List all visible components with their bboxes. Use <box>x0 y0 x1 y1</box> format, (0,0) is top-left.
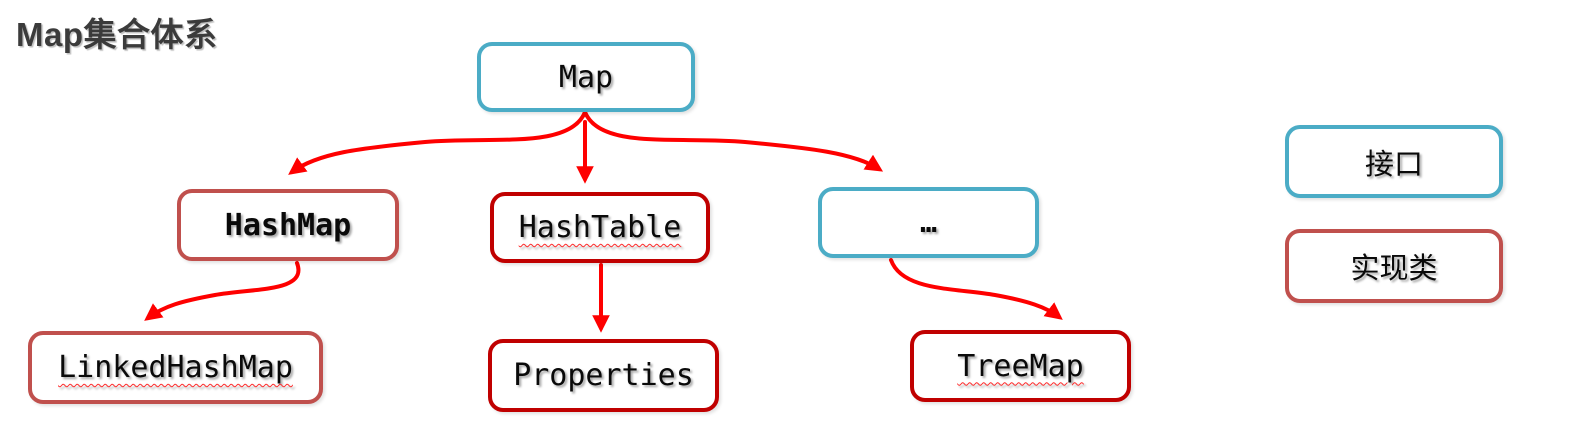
edge-others-treemap <box>889 258 1063 320</box>
node-hashmap: HashMap <box>177 189 399 261</box>
node-hashmap-label: HashMap <box>224 207 352 243</box>
node-treemap: TreeMap <box>910 330 1131 402</box>
page-title: Map集合体系 <box>16 16 218 53</box>
legend-interface: 接口 <box>1285 125 1503 198</box>
node-hashtable: HashTable <box>490 192 710 263</box>
legend-implementation-label: 实现类 <box>1350 253 1438 285</box>
node-properties: Properties <box>488 339 719 412</box>
edge-map-hashmap <box>288 110 587 175</box>
node-others-label: … <box>920 206 937 239</box>
edge-hashmap-linkedhashmap <box>144 261 301 321</box>
legend-interface-label: 接口 <box>1364 148 1423 181</box>
node-others: … <box>818 187 1039 258</box>
edge-map-others <box>583 110 884 172</box>
node-map: Map <box>477 42 695 112</box>
node-properties-label: Properties <box>513 358 694 393</box>
node-linkedhashmap: LinkedHashMap <box>28 331 323 404</box>
node-linkedhashmap-label: LinkedHashMap <box>58 350 293 385</box>
legend-implementation: 实现类 <box>1285 229 1503 303</box>
node-map-label: Map <box>558 59 614 95</box>
node-hashtable-label: HashTable <box>518 210 682 245</box>
node-treemap-label: TreeMap <box>957 348 1084 384</box>
